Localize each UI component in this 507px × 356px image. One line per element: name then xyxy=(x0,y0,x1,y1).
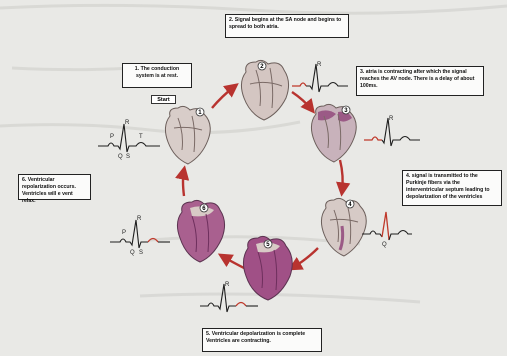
ecg-2-r-label: R xyxy=(317,62,322,68)
ecg-1-p-label: P xyxy=(110,134,114,140)
heart-3: 3 xyxy=(306,102,362,166)
ecg-1-s-label: S xyxy=(126,154,130,160)
ecg-6-s-label: S xyxy=(139,250,143,256)
heart-6: 6 xyxy=(172,198,230,266)
ecg-trace-1: P R Q S T xyxy=(98,118,160,160)
ecg-1-t-label: T xyxy=(139,134,143,140)
ecg-6-r-label: R xyxy=(137,216,142,222)
ecg-trace-3: R xyxy=(364,114,420,154)
ecg-trace-2: R xyxy=(292,60,348,100)
heart-1: 1 xyxy=(160,104,216,168)
heart-2: 2 xyxy=(236,58,294,124)
ecg-3-r-label: R xyxy=(389,116,394,122)
ecg-trace-5: R xyxy=(200,280,258,320)
ecg-1-r-label: R xyxy=(125,120,130,126)
ecg-trace-6: R P Q S xyxy=(110,214,170,256)
ecg-5-r-label: R xyxy=(225,282,230,288)
ecg-6-q-label: Q xyxy=(130,250,135,256)
arrow-6-to-1 xyxy=(183,170,184,196)
ecg-6-p-label: P xyxy=(122,230,126,236)
ecg-1-q-label: Q xyxy=(118,154,123,160)
ecg-4-q-label: Q xyxy=(382,242,387,248)
ecg-trace-4: Q xyxy=(362,208,412,248)
